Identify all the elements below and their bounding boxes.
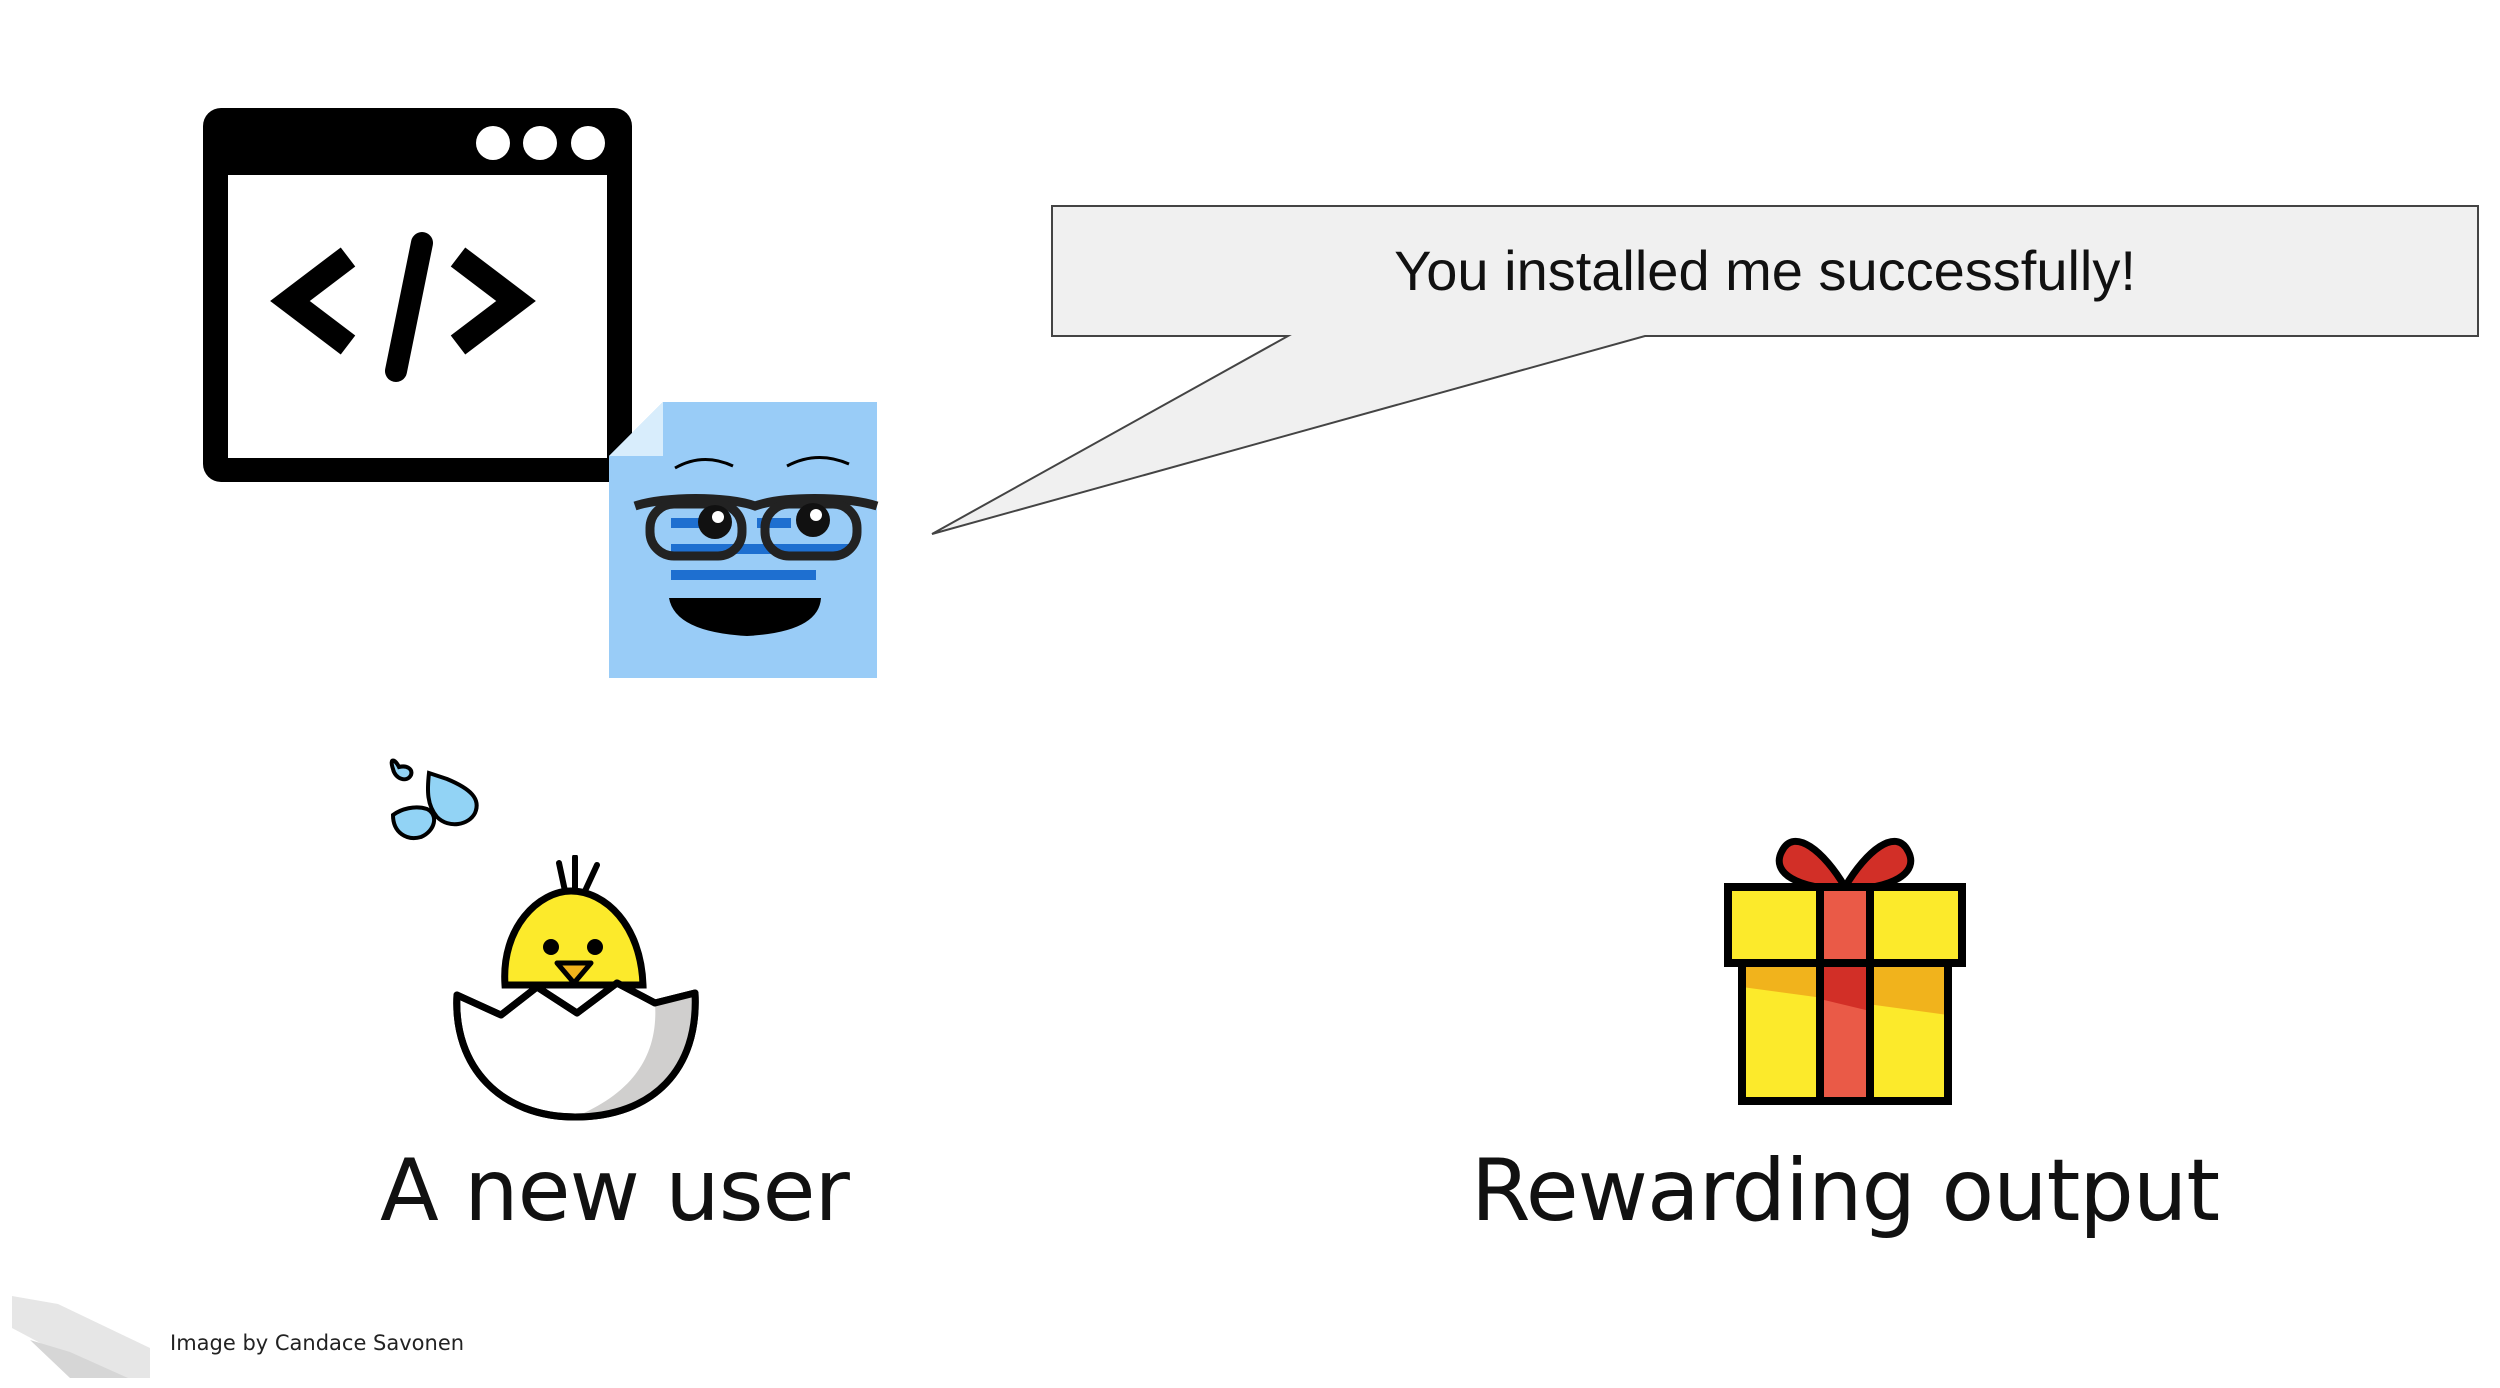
image-credit: Image by Candace Savonen — [170, 1331, 465, 1355]
code-window-icon — [203, 108, 632, 482]
speech-bubble-shape — [931, 205, 2479, 535]
speech-bubble-text: You installed me successfully! — [1394, 239, 2136, 302]
new-user-label: A new user — [380, 1141, 850, 1241]
document-character-icon — [609, 402, 879, 678]
logo-shape-icon — [12, 1296, 150, 1378]
sweat-droplets-icon — [389, 758, 479, 840]
hatching-chick-icon — [453, 855, 699, 1121]
gift-box-icon — [1724, 837, 1966, 1105]
rewarding-output-label: Rewarding output — [1470, 1141, 2220, 1241]
